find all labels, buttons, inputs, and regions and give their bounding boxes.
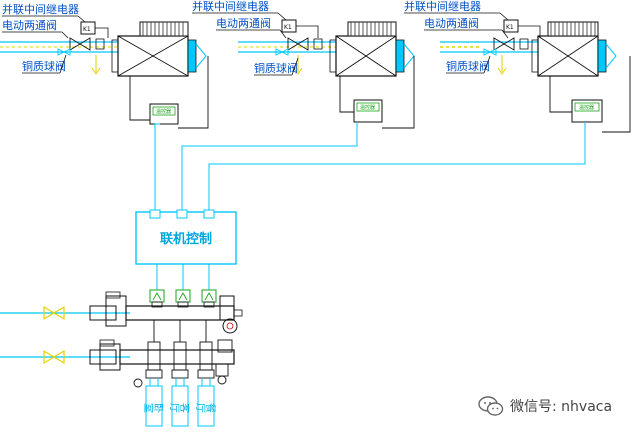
thermostat-label: 温控器 bbox=[579, 104, 594, 111]
valve-label: 电动两通阀 bbox=[216, 16, 271, 30]
zone-label-living: 客厅 bbox=[170, 401, 191, 413]
thermostat bbox=[571, 99, 603, 123]
return-ball-valve bbox=[43, 349, 65, 365]
two-way-valve bbox=[493, 37, 515, 51]
relay-label: 并联中间继电器 bbox=[2, 2, 79, 16]
ball-valve-label: 铜质球阀 bbox=[254, 61, 298, 75]
wechat-icon bbox=[478, 396, 504, 416]
unit-2: 并联中间继电器 电动两通阀 K1 铜质球阀 温控器 bbox=[192, 0, 415, 129]
valve-label: 电动两通阀 bbox=[424, 16, 479, 30]
actuator-wiring bbox=[156, 264, 210, 290]
supply-ball-valve bbox=[43, 305, 65, 321]
signal-wiring bbox=[154, 122, 586, 212]
ball-valve-label: 铜质球阀 bbox=[446, 59, 490, 73]
thermostat-label: 温控器 bbox=[360, 104, 375, 111]
relay-tag: K1 bbox=[83, 26, 91, 33]
linkage-controller: 联机控制 bbox=[135, 209, 237, 265]
actuator bbox=[201, 289, 217, 308]
ball-valve-label: 铜质球阀 bbox=[22, 59, 66, 73]
relay-label: 并联中间继电器 bbox=[192, 0, 269, 13]
zone-labels: 卧室 客厅 餐厅 bbox=[144, 385, 217, 427]
thermostat bbox=[149, 103, 179, 125]
zone-label-dining: 餐厅 bbox=[196, 401, 217, 413]
relay-label: 并联中间继电器 bbox=[404, 0, 481, 13]
valve-label: 电动两通阀 bbox=[2, 18, 57, 32]
linkage-control-label: 联机控制 bbox=[160, 231, 212, 247]
relay-tag: K1 bbox=[284, 24, 292, 31]
zone-label-bedroom: 卧室 bbox=[144, 401, 165, 413]
thermostat-label: 温控器 bbox=[156, 108, 171, 115]
unit-3: 并联中间继电器 电动两通阀 K1 铜质球阀 温控器 bbox=[404, 0, 631, 133]
two-way-valve bbox=[69, 37, 91, 51]
actuator bbox=[175, 289, 191, 308]
thermostat bbox=[353, 99, 383, 123]
two-way-valve bbox=[287, 37, 309, 51]
watermark: 微信号: nhvaca bbox=[478, 393, 638, 419]
watermark-text: 微信号: nhvaca bbox=[510, 399, 613, 415]
unit-1: 并联中间继电器 电动两通阀 K1 铜质球阀 温控 bbox=[0, 2, 209, 129]
actuator bbox=[149, 289, 165, 308]
relay-tag: K1 bbox=[506, 24, 514, 31]
